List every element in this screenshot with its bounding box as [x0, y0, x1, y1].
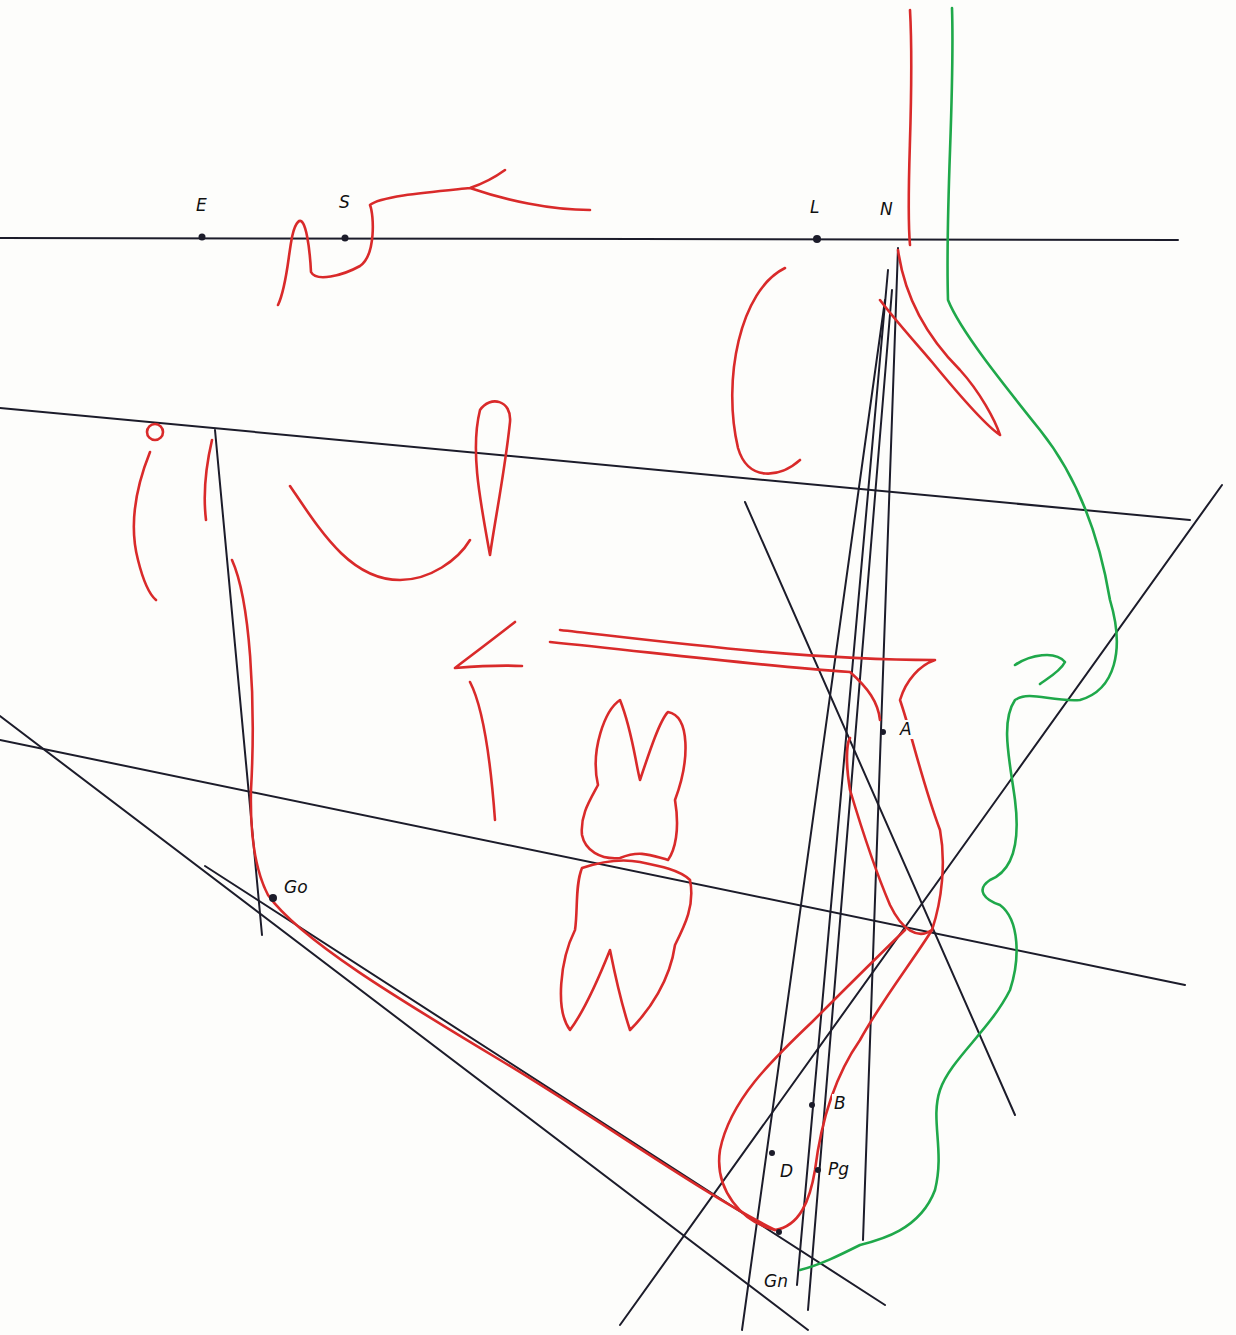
landmark-label: S: [337, 193, 352, 212]
landmark-label: A: [898, 720, 914, 739]
landmark-label: Pg: [826, 1160, 851, 1179]
reference-lines: [0, 238, 1222, 1330]
landmark-label: B: [832, 1094, 848, 1113]
landmark-label: L: [808, 198, 821, 217]
landmark-label: N: [878, 200, 895, 219]
landmark-label: D: [778, 1162, 795, 1181]
landmark-label: Gn: [762, 1272, 790, 1291]
bone-outlines: [134, 10, 1000, 1230]
landmark-label: Go: [282, 878, 310, 897]
landmark-dots: [199, 234, 887, 1236]
landmark-label: E: [194, 196, 209, 215]
soft-tissue-profile: [800, 8, 1117, 1270]
